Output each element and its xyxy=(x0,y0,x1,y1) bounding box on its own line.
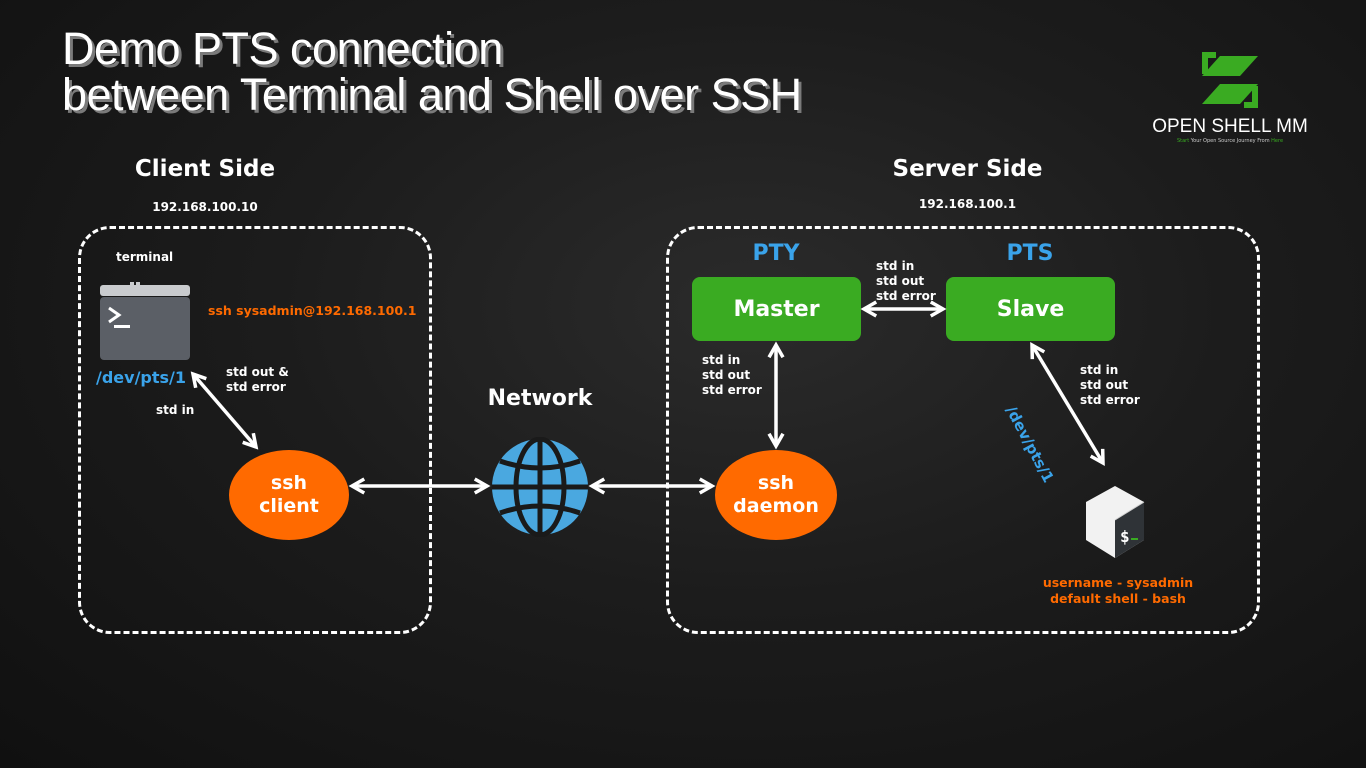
network-label: Network xyxy=(487,386,593,411)
terminal-label: terminal xyxy=(116,250,174,264)
ssh-command: ssh sysadmin@192.168.100.1 xyxy=(208,303,417,318)
pts-slave-node: Slave xyxy=(946,277,1115,341)
tagline-end: Here xyxy=(1271,138,1284,144)
stream-label: std in xyxy=(702,353,741,367)
pty-master-node: Master xyxy=(692,277,861,341)
ssh-client-line-2: client xyxy=(259,495,319,517)
title-line-1: Demo PTS connection xyxy=(62,23,503,74)
stream-label: std out xyxy=(876,274,925,288)
open-shell-logo-icon xyxy=(1202,52,1258,108)
brand-tagline: Start Your Open Source Journey From Here xyxy=(1140,138,1320,144)
pts-label: PTS xyxy=(1006,241,1054,266)
server-side-heading: Server Side xyxy=(892,156,1043,182)
title-line-2: between Terminal and Shell over SSH xyxy=(62,69,802,120)
arrow-slave-shell xyxy=(1030,341,1105,467)
page-title: Demo PTS connection between Terminal and… xyxy=(62,26,802,118)
pty-label: PTY xyxy=(752,241,800,266)
tagline-start: Start xyxy=(1176,138,1190,144)
stream-label: std out xyxy=(702,368,751,382)
client-stdin-label: std in xyxy=(156,403,195,417)
server-ip: 192.168.100.1 xyxy=(918,197,1017,211)
master-slave-streams: std in std out std error xyxy=(876,259,936,304)
brand-logo: OPEN SHELL MM Start Your Open Source Jou… xyxy=(1140,50,1320,144)
server-side-boundary xyxy=(666,226,1260,634)
ssh-daemon-line-1: ssh xyxy=(757,472,795,494)
tagline-mid: Your Open Source Journey From xyxy=(1189,138,1272,144)
svg-text:$: $ xyxy=(1120,527,1130,546)
stream-label: std in xyxy=(876,259,915,273)
ssh-client-node: ssh client xyxy=(229,450,349,540)
stream-label: std error xyxy=(702,383,762,397)
shell-username: username - sysadmin xyxy=(1042,575,1194,590)
client-side-boundary xyxy=(78,226,432,634)
daemon-master-streams: std in std out std error xyxy=(702,353,762,398)
arrow-terminal-client xyxy=(190,371,259,450)
stream-label: std error xyxy=(876,289,936,303)
client-ip: 192.168.100.10 xyxy=(152,200,258,214)
brand-name: OPEN SHELL MM xyxy=(1152,116,1308,137)
ssh-daemon-line-2: daemon xyxy=(733,495,819,517)
shell-default: default shell - bash xyxy=(1050,591,1186,606)
client-side-heading: Client Side xyxy=(134,156,276,182)
client-pts-path: /dev/pts/1 xyxy=(96,368,187,387)
shell-info: username - sysadmin default shell - bash xyxy=(1030,575,1206,607)
ssh-client-line-1: ssh xyxy=(270,472,308,494)
bash-shell-icon: $ xyxy=(1086,486,1145,558)
globe-icon xyxy=(492,437,588,537)
terminal-window-icon xyxy=(100,282,190,360)
ssh-daemon-node: ssh daemon xyxy=(715,450,837,540)
